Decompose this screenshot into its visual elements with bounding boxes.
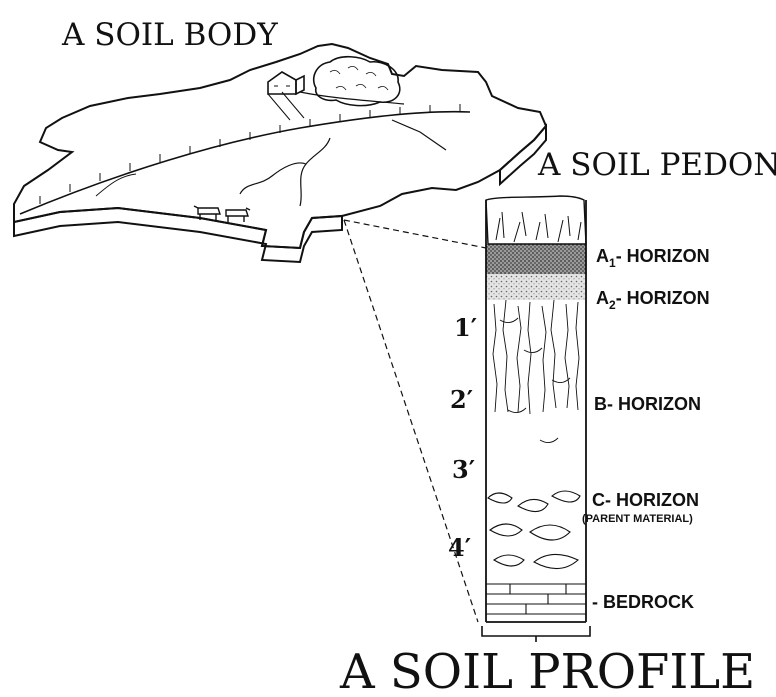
soil-pedon-column: [482, 196, 590, 642]
c-horizon-rocks: [488, 491, 580, 569]
grass-blades: [496, 212, 581, 242]
a1-horizon-band: [486, 244, 586, 274]
depth-mark-4ft: 4′: [448, 533, 471, 562]
tree-grove: [314, 57, 400, 106]
fence-line: [20, 112, 470, 214]
cows: [194, 206, 250, 222]
bedrock-label: - BEDROCK: [592, 592, 694, 612]
fence-posts: [40, 104, 460, 204]
bedrock-strata: [486, 584, 586, 614]
soil-body-landscape: [14, 44, 546, 262]
c-horizon-note: (PARENT MATERIAL): [582, 513, 693, 525]
b-horizon-texture: [493, 300, 579, 443]
a1-horizon-label: A1- HORIZON: [596, 246, 710, 270]
side-fence: [300, 92, 446, 150]
farmhouse: [268, 72, 304, 94]
soil-body-title: A SOIL BODY: [61, 17, 278, 53]
profile-bracket: [482, 626, 590, 642]
depth-mark-2ft: 2′: [450, 385, 473, 414]
landscape-top-surface: [14, 44, 546, 248]
a2-horizon-band: [486, 274, 586, 300]
stream: [240, 138, 330, 206]
c-horizon-label: C- HORIZON: [592, 490, 699, 510]
soil-pedon-title: A SOIL PEDON: [537, 147, 776, 183]
depth-mark-3ft: 3′: [452, 455, 475, 484]
a2-horizon-label: A2- HORIZON: [596, 288, 710, 312]
grass-surface: [486, 196, 586, 244]
tree-texture: [330, 66, 388, 90]
road: [268, 92, 304, 120]
soil-profile-title: A SOIL PROFILE: [339, 644, 755, 697]
b-horizon-label: B- HORIZON: [594, 394, 701, 414]
projection-line-upper: [344, 220, 486, 248]
depth-mark-1ft: 1′: [454, 313, 477, 342]
